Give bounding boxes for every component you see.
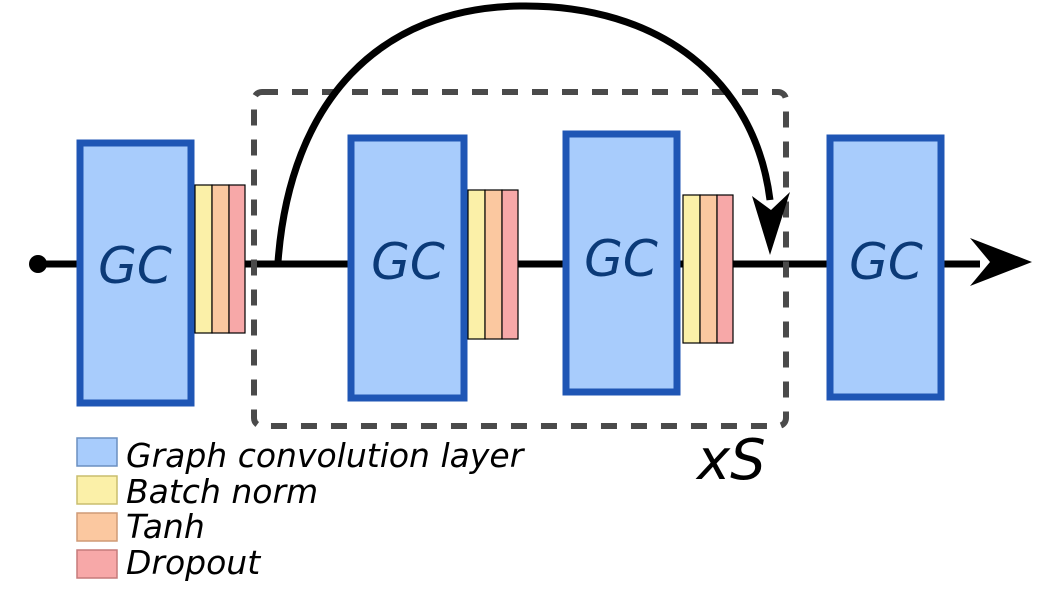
legend-swatch-tanh (76, 512, 118, 542)
legend-swatch-dropout (76, 549, 118, 579)
gc-block-1-label: GC (98, 237, 172, 295)
gc-block-4-label: GC (849, 233, 923, 291)
legend-label-gc: Graph convolution layer (126, 436, 526, 475)
gc-block-2-label: GC (371, 233, 445, 291)
legend-item-batch-norm: Batch norm (76, 472, 318, 511)
gc-block-1: GC (76, 139, 195, 407)
tanh-strip (211, 184, 230, 334)
skip-connection-arc (274, 2, 774, 263)
gc-block-3-label: GC (584, 230, 658, 288)
legend-swatch-batch-norm (76, 475, 118, 505)
norm-stack-2 (467, 189, 519, 340)
skip-connection-arrow-head (752, 192, 790, 255)
dropout-strip (228, 184, 246, 334)
gc-block-2: GC (347, 134, 468, 402)
legend-item-dropout: Dropout (76, 543, 261, 582)
legend-label-batch-norm: Batch norm (126, 472, 318, 511)
batch-norm-strip (467, 189, 486, 340)
tanh-strip (484, 189, 503, 340)
batch-norm-strip (194, 184, 213, 334)
repeat-block-dashed-box (251, 89, 789, 429)
gc-block-3: GC (562, 130, 681, 396)
repeat-count-label: xS (695, 428, 766, 493)
gc-block-4: GC (826, 134, 945, 401)
norm-stack-3 (682, 194, 734, 344)
tanh-strip (699, 194, 718, 344)
legend: Graph convolution layer Batch norm Tanh … (76, 436, 526, 582)
legend-label-tanh: Tanh (126, 507, 205, 546)
output-arrow-head (970, 238, 1032, 286)
dropout-strip (501, 189, 519, 340)
legend-swatch-gc (76, 437, 118, 467)
norm-stack-1 (194, 184, 246, 334)
batch-norm-strip (682, 194, 701, 344)
legend-label-dropout: Dropout (126, 543, 261, 582)
dropout-strip (716, 194, 734, 344)
legend-item-gc: Graph convolution layer (76, 436, 526, 475)
legend-item-tanh: Tanh (76, 507, 205, 546)
input-dot (29, 255, 47, 273)
